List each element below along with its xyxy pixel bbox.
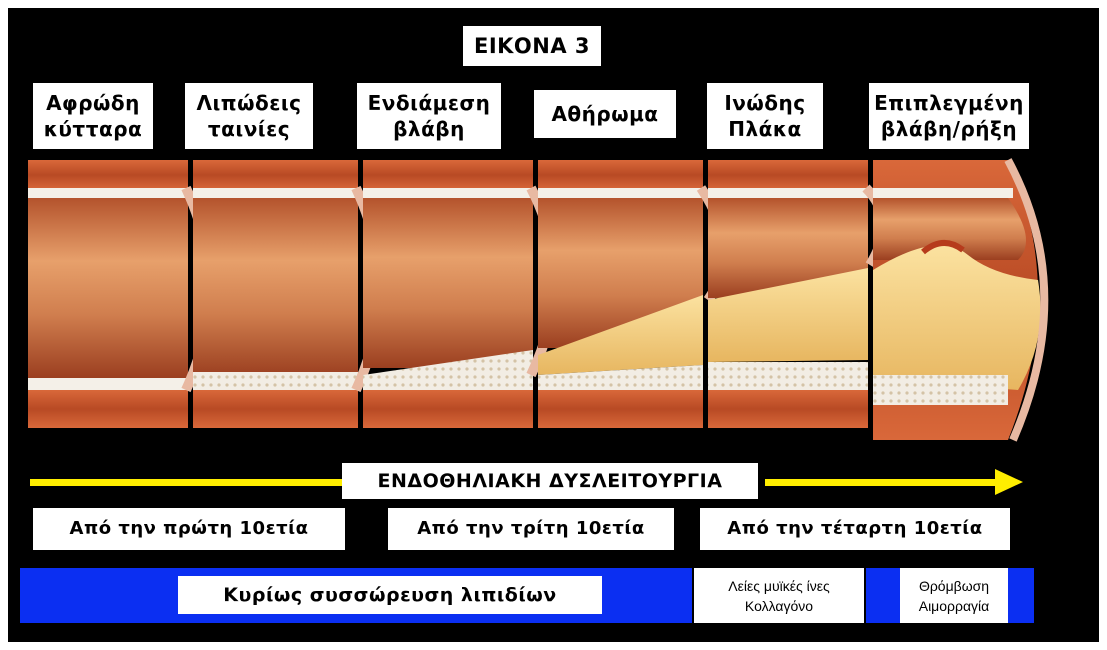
- segment-4: [538, 160, 724, 428]
- segment-3: [363, 160, 555, 428]
- decade-label-first: Από την πρώτη 10ετία: [33, 508, 345, 550]
- endothelial-dysfunction-label: ΕΝΔΟΘΗΛΙΑΚΗ ΔΥΣΛΕΙΤΟΥΡΓΙΑ: [342, 463, 758, 499]
- arrow-right-segment: [765, 479, 997, 486]
- stage-label-fibrous-plaque: Ινώδης Πλάκα: [707, 83, 823, 149]
- thrombosis-bar-right: [1008, 568, 1034, 623]
- segment-2: [193, 160, 380, 428]
- stage-label-fatty-streaks: Λιπώδεις ταινίες: [185, 83, 313, 149]
- lipid-accumulation-label: Κυρίως συσσώρευση λιπιδίων: [178, 576, 602, 614]
- stage-label-complicated-lesion: Επιπλεγμένη βλάβη/ρήξη: [869, 83, 1029, 149]
- thrombosis-bar-left: [866, 568, 902, 623]
- decade-label-third: Από την τρίτη 10ετία: [388, 508, 674, 550]
- figure-title: ΕΙΚΟΝΑ 3: [463, 26, 601, 66]
- smooth-muscle-collagen-label: Λείες μυϊκές ίνες Κολλαγόνο: [694, 568, 864, 623]
- stage-label-intermediate-lesion: Ενδιάμεση βλάβη: [357, 83, 501, 149]
- segment-1: [13, 160, 210, 428]
- segment-5: [708, 160, 883, 428]
- artery-illustration: [8, 150, 1098, 455]
- thrombosis-hemorrhage-label: Θρόμβωση Αιμορραγία: [900, 568, 1008, 623]
- arrow-head-icon: [995, 469, 1023, 495]
- segment-6: [873, 160, 1044, 440]
- stage-label-atheroma: Αθήρωμα: [534, 90, 676, 138]
- decade-label-fourth: Από την τέταρτη 10ετία: [700, 508, 1010, 550]
- arrow-left-segment: [30, 479, 348, 486]
- stage-label-foam-cells: Αφρώδη κύτταρα: [33, 83, 153, 149]
